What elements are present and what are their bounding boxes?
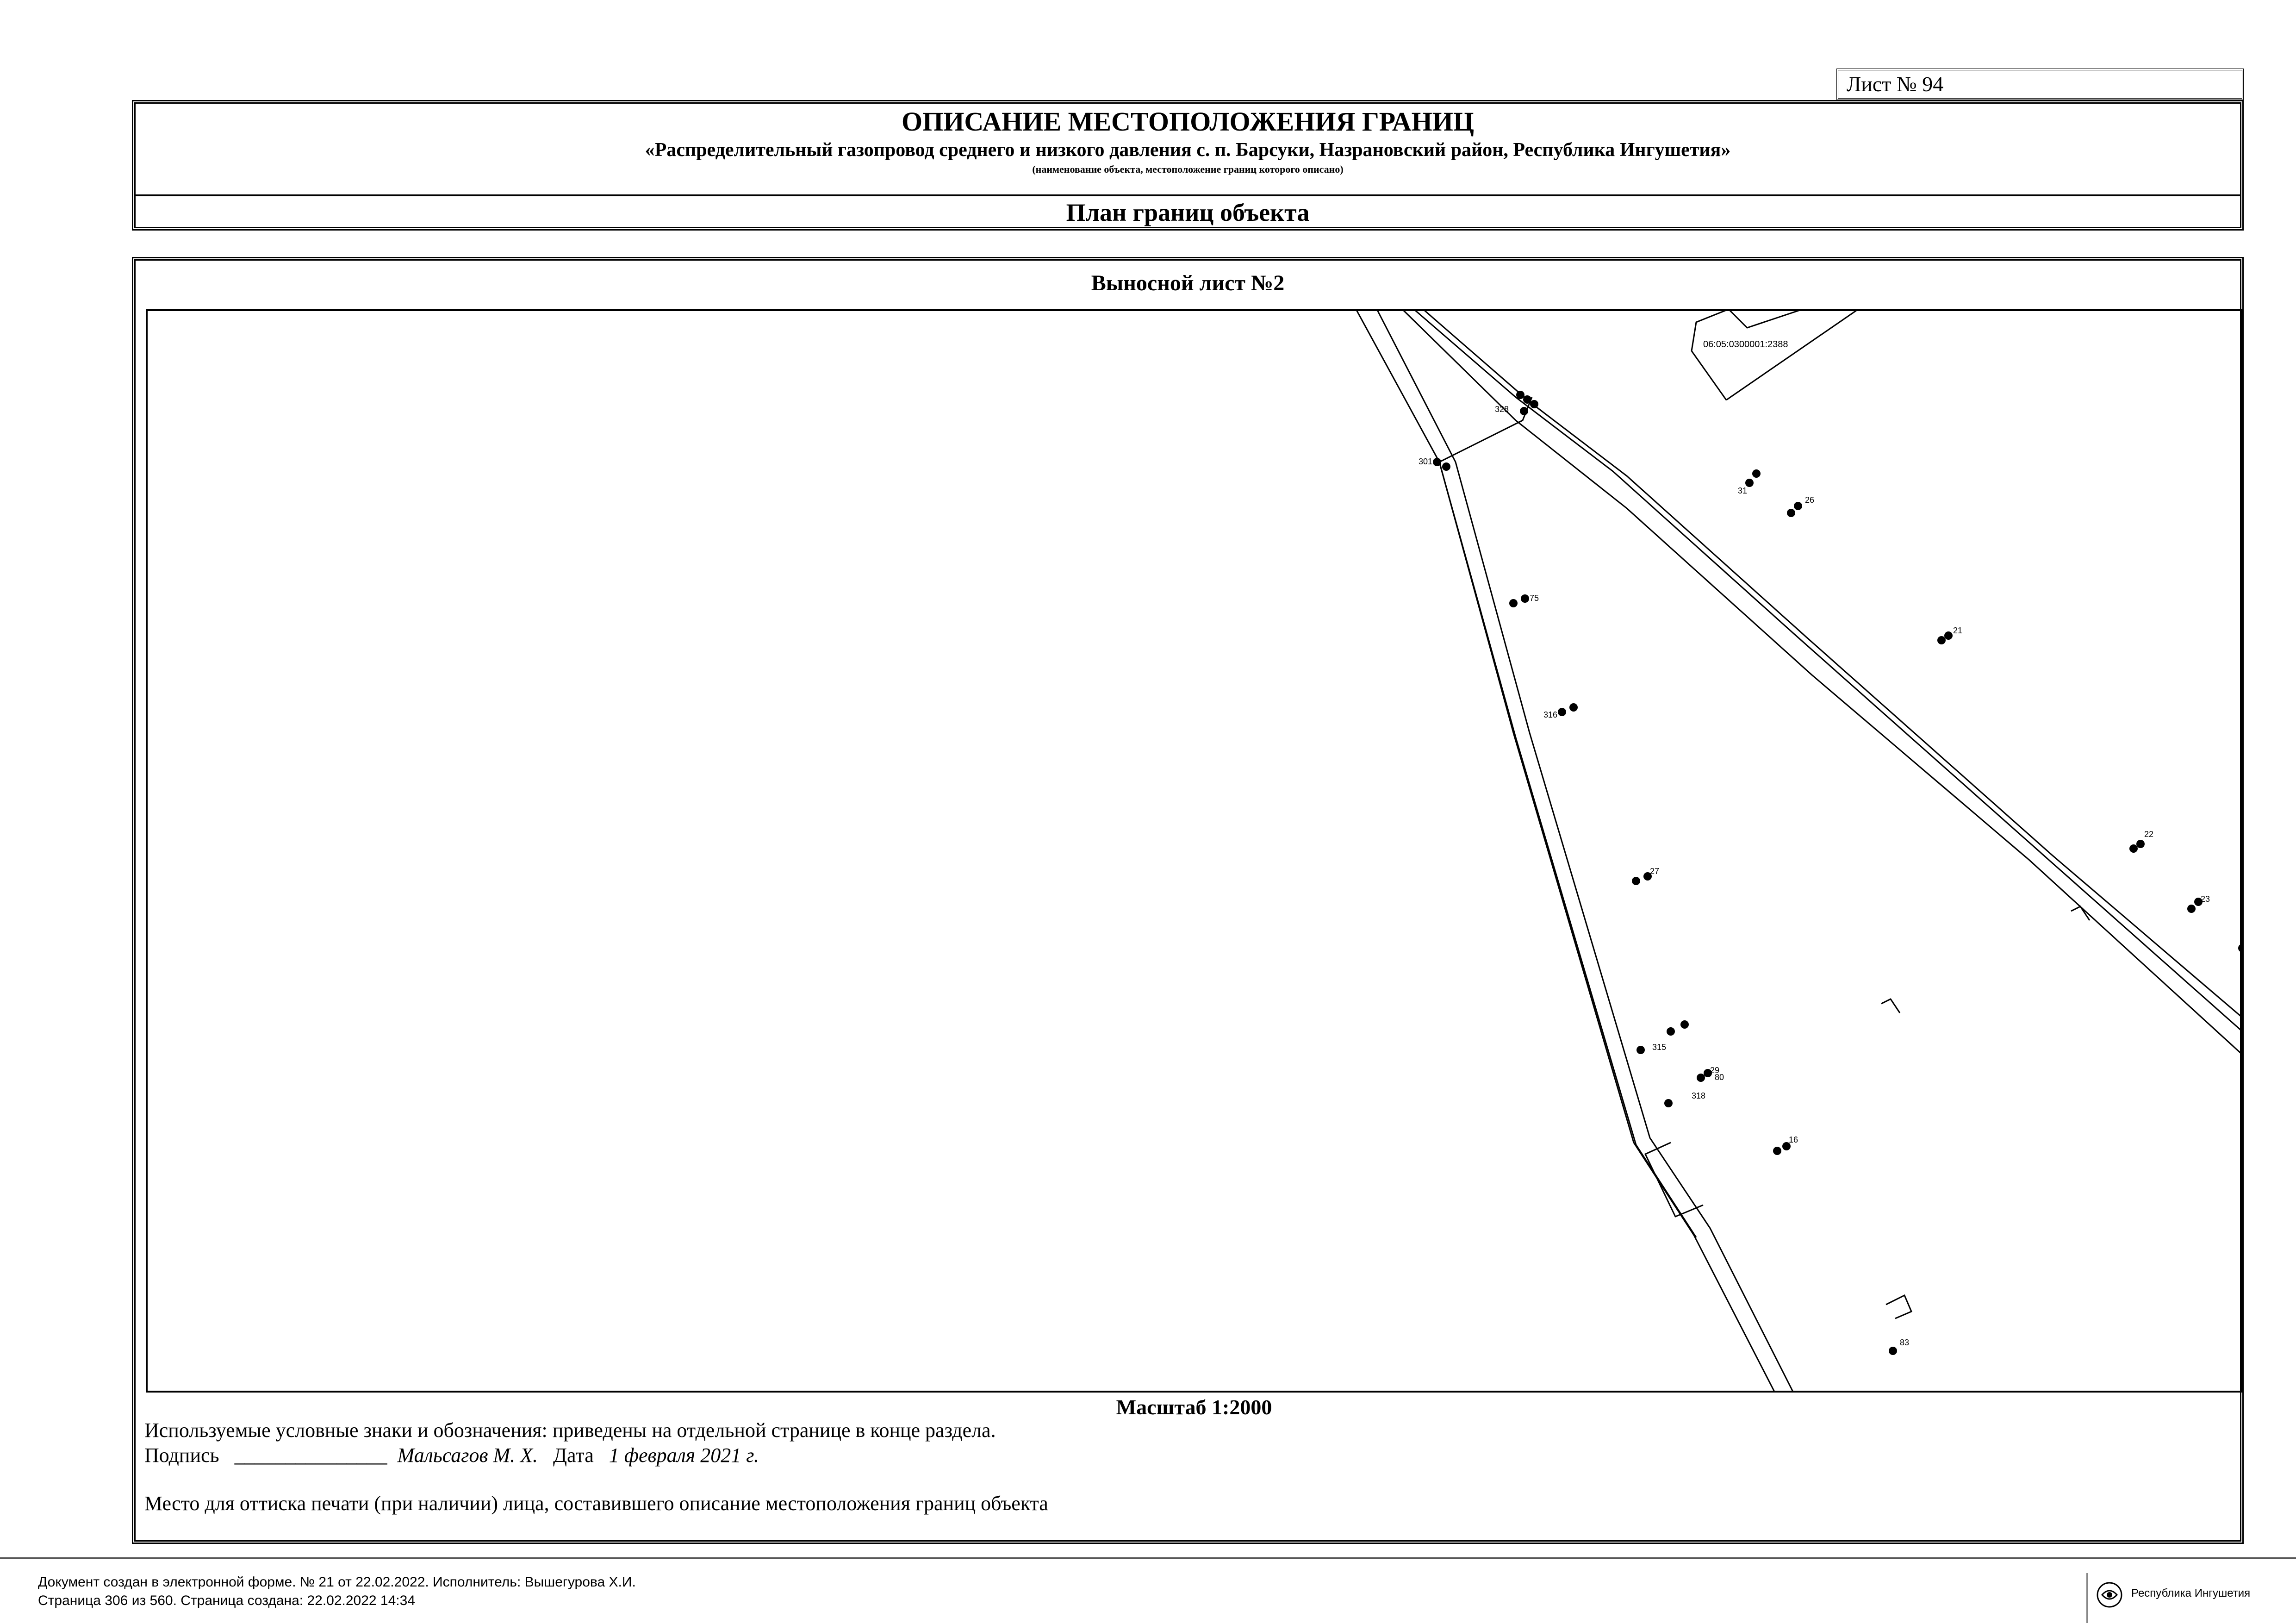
svg-text:23: 23 — [2201, 894, 2210, 904]
left-corridor-line — [1355, 309, 1776, 1393]
republic-emblem-icon — [2097, 1582, 2122, 1608]
parcel-cadastral-label: 06:05:0300001:2388 — [1703, 339, 1788, 350]
legend-note: Используемые условные знаки и обозначени… — [144, 1419, 996, 1442]
svg-text:16: 16 — [1789, 1135, 1798, 1144]
svg-text:316: 316 — [1543, 710, 1557, 719]
footer-logo-text: Республика Ингушетия — [2131, 1587, 2251, 1599]
edge-mark — [1885, 1294, 1912, 1319]
signature-label: Подпись — [144, 1444, 219, 1467]
date-label: Дата — [553, 1444, 594, 1467]
left-corridor-inner — [1438, 462, 1697, 1238]
svg-text:318: 318 — [1692, 1091, 1705, 1100]
boundary-points — [1433, 391, 2242, 1355]
left-corridor-line — [1376, 309, 1794, 1393]
header-frame — [132, 100, 2244, 231]
svg-text:31: 31 — [1738, 486, 1747, 495]
sheet-number: Лист № 94 — [1847, 72, 1944, 96]
boundary-lines — [1355, 309, 2242, 1393]
parcel-edge — [1691, 350, 1727, 400]
svg-text:301: 301 — [1419, 457, 1432, 466]
plan-scale: Масштаб 1:2000 — [1116, 1395, 1272, 1419]
plan-title: План границ объекта — [1066, 199, 1310, 226]
stamp-note: Место для оттиска печати (при наличии) л… — [144, 1492, 1048, 1515]
side-rectangle — [1644, 1142, 1704, 1218]
map-border — [146, 309, 2242, 1393]
svg-text:80: 80 — [1715, 1073, 1724, 1082]
right-corridor-line — [1401, 309, 2242, 1056]
svg-text:83: 83 — [1900, 1338, 1909, 1347]
svg-text:21: 21 — [1953, 626, 1962, 635]
svg-text:27: 27 — [1650, 867, 1659, 876]
sheet-number-box — [1836, 69, 2244, 100]
object-name: «Распределительный газопровод среднего и… — [645, 139, 1731, 161]
footer-page-info: Страница 306 из 560. Страница создана: 2… — [38, 1593, 416, 1608]
signature-date: 1 февраля 2021 г. — [609, 1444, 759, 1467]
connector-line — [1439, 397, 1533, 463]
footer-doc-info: Документ создан в электронной форме. № 2… — [38, 1574, 636, 1590]
right-corridor-line — [1413, 309, 2242, 1032]
edge-mark — [2071, 906, 2091, 921]
svg-text:75: 75 — [1530, 593, 1539, 603]
parcel-edge — [1726, 309, 1859, 401]
object-caption: (наименование объекта, местоположение гр… — [1032, 163, 1344, 175]
svg-text:315: 315 — [1652, 1043, 1666, 1052]
header-divider — [136, 194, 2240, 196]
footer-divider — [0, 1557, 2296, 1559]
footer-logo-divider — [2086, 1573, 2088, 1623]
signer-name: Мальсагов М. Х. — [397, 1444, 538, 1467]
right-corridor-line — [1423, 309, 2242, 1018]
svg-text:328: 328 — [1495, 405, 1509, 414]
parcel-boundary — [1691, 309, 1803, 351]
edge-mark — [1881, 998, 1901, 1013]
document-title: ОПИСАНИЕ МЕСТОПОЛОЖЕНИЯ ГРАНИЦ — [901, 106, 1474, 137]
signature-line: Подпись _______________ Мальсагов М. Х. … — [144, 1442, 759, 1469]
svg-text:29: 29 — [1710, 1066, 1719, 1075]
signature-blank: _______________ — [234, 1444, 387, 1467]
plan-subtitle: Выносной лист №2 — [1091, 271, 1285, 295]
svg-text:26: 26 — [1805, 495, 1814, 505]
svg-text:22: 22 — [2144, 830, 2153, 839]
